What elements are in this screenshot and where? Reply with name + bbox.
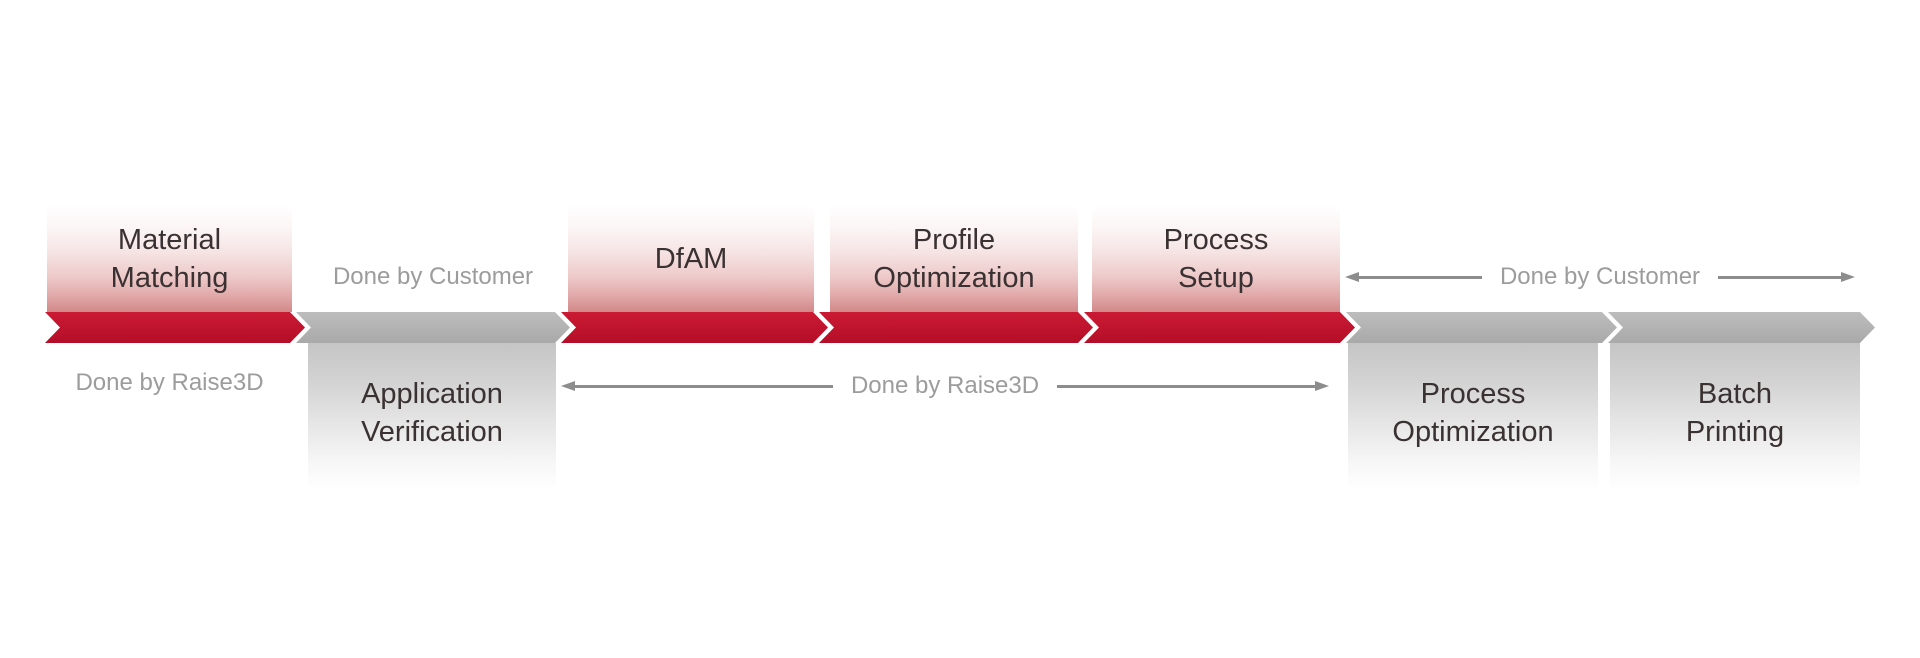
- stage-process-optimization: Process Optimization: [1348, 343, 1598, 491]
- stage-label-line: Batch: [1697, 378, 1773, 410]
- stage-application-verification: Application Verification: [308, 343, 556, 491]
- stage-material-matching: Material Matching: [47, 205, 292, 312]
- arrow-right-icon: [1841, 272, 1855, 282]
- stage-label-line: Process: [1163, 223, 1269, 256]
- done-by-raise3d-span: Done by Raise3D: [561, 372, 1330, 399]
- stage-process-setup: Process Setup: [1092, 205, 1340, 312]
- arrow-left-icon: [561, 381, 575, 391]
- arrow-line: [1718, 275, 1841, 279]
- chevron-batch-printing: [1608, 312, 1875, 343]
- stage-label-line: Process: [1420, 378, 1526, 410]
- done-by-raise3d-label: Done by Raise3D: [75, 369, 264, 396]
- stage-label-line: Printing: [1685, 416, 1785, 448]
- stage-label-line: Verification: [361, 416, 503, 448]
- stage-label-line: Application: [361, 378, 503, 410]
- chevron-material-matching: [45, 312, 305, 343]
- stage-dfam: DfAM: [568, 205, 814, 312]
- stage-label-line: DfAM: [654, 242, 728, 275]
- stage-batch-printing: Batch Printing: [1610, 343, 1860, 491]
- done-by-raise3d-span-label: Done by Raise3D: [850, 372, 1040, 399]
- chevron-process-optimization: [1346, 312, 1617, 343]
- done-by-customer-span: Done by Customer: [1345, 263, 1855, 290]
- chevron-band: [45, 312, 1875, 343]
- stage-label-line: Optimization: [873, 261, 1035, 294]
- stage-label-line: Setup: [1178, 261, 1254, 294]
- chevron-application-verification: [296, 312, 570, 343]
- arrow-line: [1057, 384, 1316, 388]
- done-by-customer-span-label: Done by Customer: [1499, 263, 1701, 290]
- stage-label-line: Profile: [912, 223, 996, 256]
- arrow-line: [575, 384, 833, 388]
- arrow-line: [1359, 275, 1482, 279]
- stage-label-line: Material: [117, 223, 222, 256]
- stage-label-line: Matching: [110, 261, 229, 294]
- done-by-customer-label: Done by Customer: [332, 263, 534, 290]
- chevron-profile-optimization: [819, 312, 1093, 343]
- arrow-right-icon: [1315, 381, 1330, 391]
- chevron-dfam: [561, 312, 828, 343]
- arrow-left-icon: [1345, 272, 1359, 282]
- stage-profile-optimization: Profile Optimization: [830, 205, 1078, 312]
- chevron-process-setup: [1084, 312, 1355, 343]
- stage-label-line: Optimization: [1392, 416, 1554, 448]
